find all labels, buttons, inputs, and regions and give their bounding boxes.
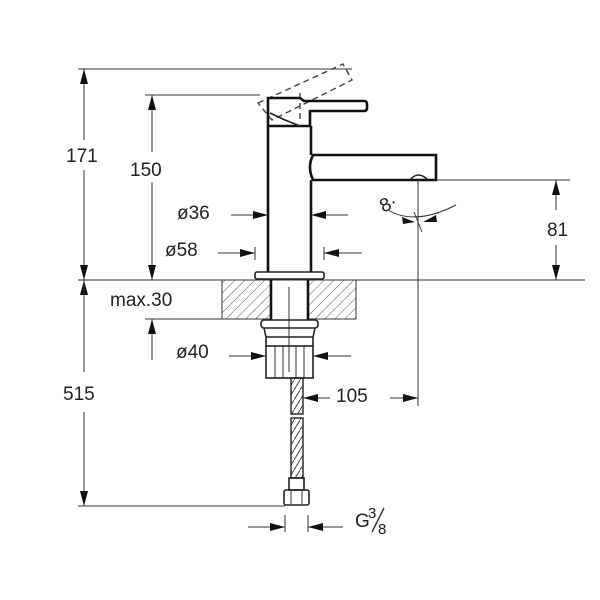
flexible-hose bbox=[283, 377, 310, 506]
dim-81: 81 bbox=[547, 180, 568, 280]
dim-81-label: 81 bbox=[547, 220, 568, 241]
dim-thread-den-label: 8 bbox=[378, 521, 386, 538]
dim-max-30-label: max.30 bbox=[110, 290, 172, 311]
dim-diameter-36: ø36 bbox=[177, 203, 348, 224]
dim-515: 515 bbox=[63, 280, 95, 506]
dim-171: 171 bbox=[66, 69, 98, 280]
dim-diameter-58-label: ø58 bbox=[165, 240, 198, 261]
dim-150-label: 150 bbox=[130, 160, 162, 181]
dim-105: 105 bbox=[303, 386, 418, 407]
faucet-body bbox=[266, 126, 313, 272]
countertop-section bbox=[221, 280, 357, 320]
dim-thread-g-label: G bbox=[355, 511, 370, 532]
dim-thread-num-label: 3 bbox=[368, 505, 376, 522]
dim-diameter-40-label: ø40 bbox=[176, 342, 209, 363]
dim-diameter-36-label: ø36 bbox=[177, 203, 210, 224]
dim-150: 150 bbox=[130, 95, 162, 280]
dim-105-label: 105 bbox=[336, 386, 368, 407]
shank bbox=[260, 280, 319, 379]
base-plate bbox=[254, 271, 325, 280]
dim-515-label: 515 bbox=[63, 384, 95, 405]
spout bbox=[308, 153, 438, 182]
dim-thread-g38: G 3 8 bbox=[248, 505, 386, 538]
dim-diameter-40: ø40 bbox=[176, 342, 351, 363]
spout-angle-label: 8· bbox=[377, 191, 401, 217]
dim-max-30: max.30 bbox=[110, 290, 172, 360]
dim-diameter-58: ø58 bbox=[165, 240, 362, 261]
dim-171-label: 171 bbox=[66, 146, 98, 167]
spout-angle: 8· bbox=[377, 180, 457, 406]
lever-handle bbox=[266, 96, 369, 128]
